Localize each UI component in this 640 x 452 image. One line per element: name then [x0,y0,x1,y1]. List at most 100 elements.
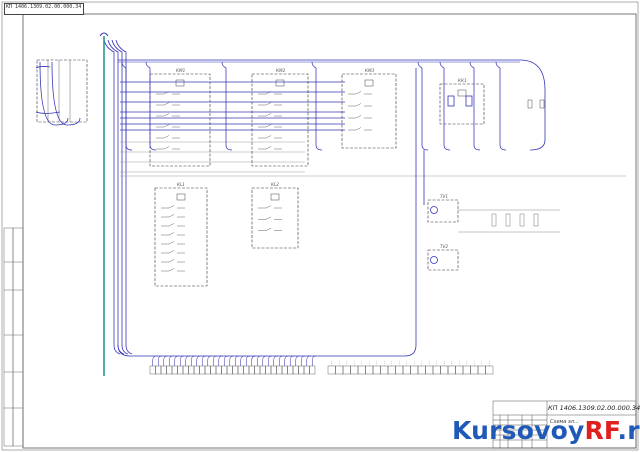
terminal-lead [152,355,157,366]
terminal-cell [395,365,404,375]
relay-contact-row-contact [163,102,170,106]
terminal-cell [226,365,233,375]
terminal-lead [278,355,284,366]
terminal-cell [470,365,479,375]
drawing-code: КП 1406.1309.02.00.000.34 [548,404,640,412]
relay-coil [275,79,285,87]
fuse-3 [533,213,539,227]
terminal-cell [254,365,261,375]
relay-block-kl2 [251,187,299,249]
terminal-cell [342,365,351,375]
terminal-cell [237,365,244,375]
relay-contact-row-contact [163,91,170,95]
descender-7 [495,61,507,151]
relay-block-label: КК1 [458,78,467,83]
terminal-lead [218,355,223,366]
terminal-lead [256,355,262,366]
relay-contact-row-contact [168,205,175,209]
relay-contact-row-contact [163,113,170,117]
terminal-cell [193,365,200,375]
terminal-lead [267,355,273,366]
terminal-lead [311,355,317,366]
fuse-0 [491,213,497,227]
terminal-lead [306,355,311,366]
terminal-lead [157,355,163,366]
descender-0 [121,61,133,151]
terminal-cell [188,365,195,375]
right-bus [404,68,417,357]
terminal-lead [223,355,229,366]
relay-contact-row-contact [163,146,170,150]
relay-block-label: КМ1 [176,68,186,73]
terminal-cell [477,365,486,375]
terminal-cell [327,365,336,375]
terminal-cell [380,365,389,375]
terminal-lead [295,355,300,366]
terminal-lead [179,355,185,366]
terminal-cell [182,365,189,375]
terminal-cell [270,365,277,375]
descender-4 [417,61,429,151]
relay-block-label: КМ3 [365,68,375,73]
terminal-cell [171,365,178,375]
terminal-lead [289,355,295,366]
input-loop-2 [51,61,81,126]
input-loop-1 [39,61,69,126]
bus-top-hook [99,32,109,37]
main-cable-bundle [107,39,125,355]
terminal-cell [462,365,471,375]
relay-block-label: КМ2 [276,68,286,73]
terminal-cell [425,365,434,375]
terminal-cell [292,365,299,375]
thermal-element [447,95,455,107]
terminal-lead [185,355,190,366]
terminal-cell [160,365,167,375]
left-margin-strips [3,227,24,447]
descender-3 [311,61,323,151]
input-terminal-box [36,59,88,123]
terminal-lead [168,355,174,366]
descender-1 [145,61,157,151]
descender-6 [469,61,481,151]
relay-contact-row-contact [163,135,170,139]
relay-contact-row-contact [168,214,175,218]
terminal-cell [199,365,206,375]
relay-contact-row-contact [265,91,272,95]
terminal-lead [201,355,207,366]
terminal-cell [248,365,255,375]
terminal-lead [262,355,267,366]
terminal-cell [177,365,184,375]
terminal-cell [372,365,381,375]
terminal-cell [309,365,316,375]
rotated-doc-stamp [4,3,84,15]
relay-block-kl1 [154,187,208,287]
main-cable-bundle [115,39,133,355]
bottom-return-wire [117,344,405,357]
terminal-lead [284,355,289,366]
relay-contact-row-contact [355,103,362,107]
terminal-cell [215,365,222,375]
relay-block-km2 [251,73,309,167]
terminal-cell [447,365,456,375]
terminal-cell [281,365,288,375]
relay-coil [457,89,467,97]
terminal-lead [229,355,234,366]
terminal-cell [303,365,310,375]
terminal-cell [410,365,419,375]
terminal-cell [276,365,283,375]
relay-contact-row-contact [355,115,362,119]
terminal-cell [432,365,441,375]
terminal-cell [221,365,228,375]
fuse-2 [519,213,525,227]
site-watermark[interactable]: KursovoyRF.ru [452,414,640,448]
relay-contact-row-contact [355,91,362,95]
watermark-part-1: Kursovoy [452,416,585,445]
relay-block-kk1 [439,83,485,125]
terminal-lead [234,355,240,366]
transformer-tv1-winding [430,206,438,214]
terminal-cell [243,365,250,375]
terminal-lead [240,355,245,366]
